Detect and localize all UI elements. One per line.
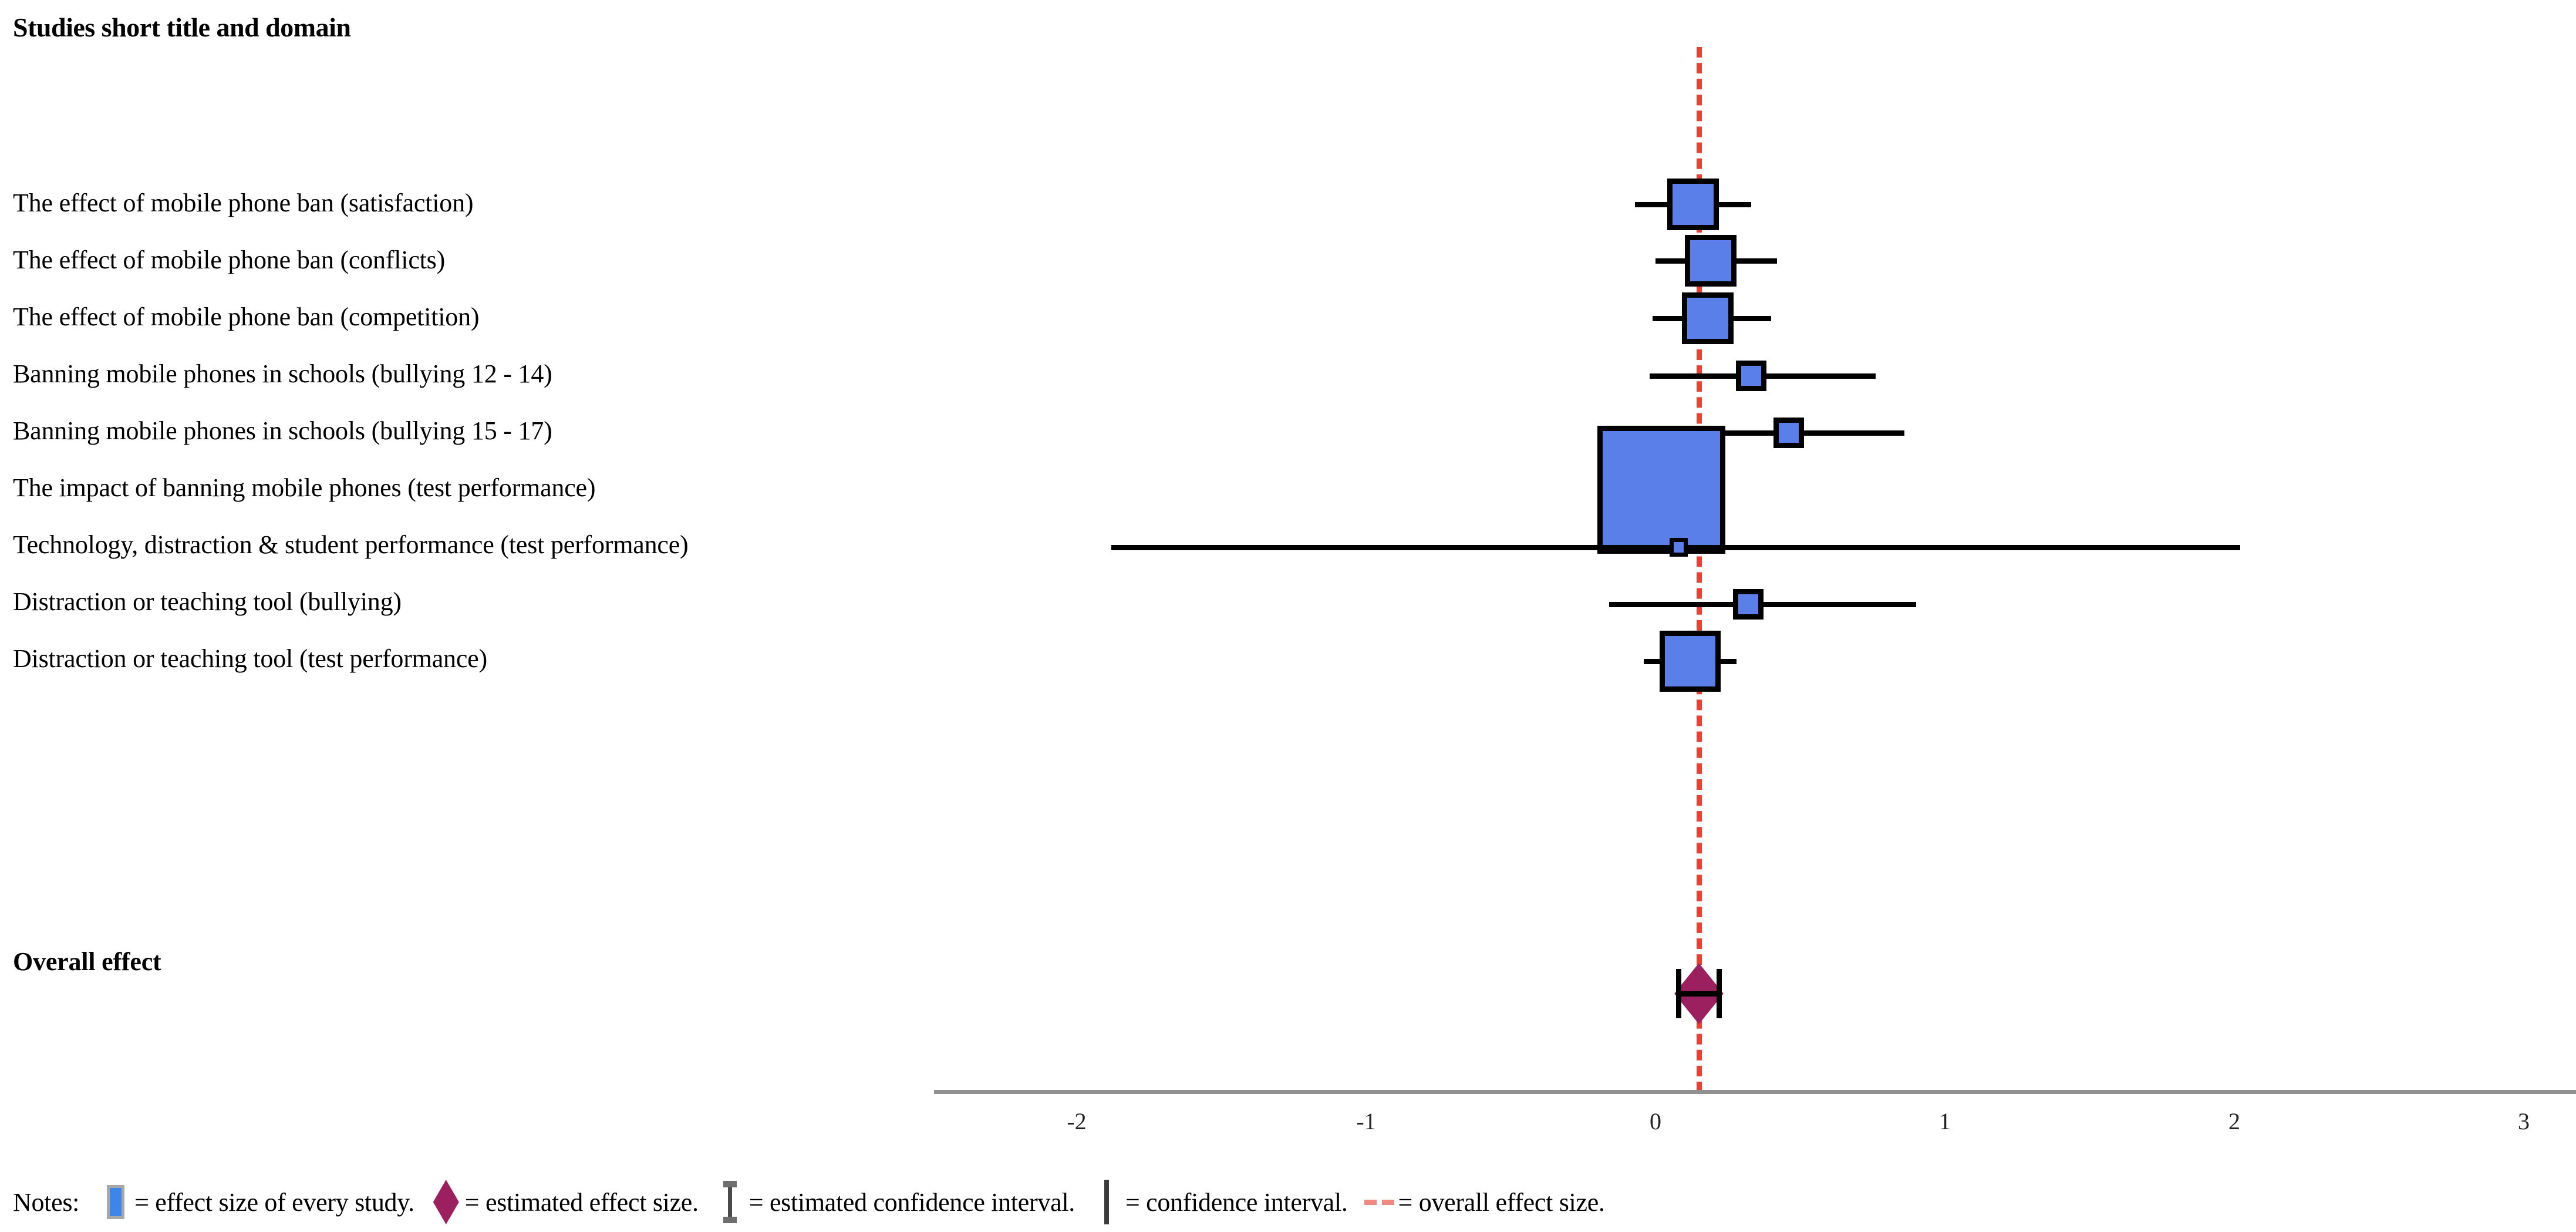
x-tick-label: 1 [1939, 1108, 1951, 1135]
study-label: Technology, distraction & student perfor… [13, 530, 689, 559]
legend-item-overall-effect-size-label: = overall effect size. [1398, 1187, 1605, 1217]
study-label: Distraction or teaching tool (test perfo… [13, 644, 487, 673]
legend-item-estimated-effect-size-label: = estimated effect size. [464, 1187, 699, 1217]
x-tick-label: -1 [1356, 1108, 1376, 1135]
red-dashed-line-icon [1363, 1199, 1396, 1205]
study-row: The impact of banning mobile phones (tes… [0, 453, 2576, 523]
study-label: The effect of mobile phone ban (satisfac… [13, 188, 474, 217]
x-tick-label: 2 [2228, 1108, 2240, 1135]
study-label: The effect of mobile phone ban (conflict… [13, 245, 446, 274]
study-label: Banning mobile phones in schools (bullyi… [13, 416, 552, 445]
study-row: Banning mobile phones in schools (bullyi… [0, 396, 2576, 466]
x-axis-line [933, 1090, 2576, 1094]
i-bar-icon [714, 1181, 747, 1223]
overall-effect-row: Overall effect [0, 927, 2576, 997]
study-label: Distraction or teaching tool (bullying) [13, 587, 402, 616]
page-title: Studies short title and domain [13, 12, 351, 42]
notes-label: Notes: [13, 1187, 80, 1217]
study-row: The effect of mobile phone ban (conflict… [0, 225, 2576, 295]
legend-item-effect-size: = effect size of every study. [99, 1185, 414, 1219]
legend-item-confidence-interval-label: = confidence interval. [1125, 1187, 1348, 1217]
x-tick-label: 3 [2518, 1108, 2530, 1135]
legend-item-estimated-confidence-interval: = estimated confidence interval. [714, 1181, 1075, 1223]
legend-item-estimated-confidence-interval-label: = estimated confidence interval. [748, 1187, 1075, 1217]
study-label: The effect of mobile phone ban (competit… [13, 302, 480, 331]
study-row: Distraction or teaching tool (bullying) [0, 567, 2576, 637]
study-label: The impact of banning mobile phones (tes… [13, 473, 596, 502]
blue-square-icon [99, 1185, 132, 1219]
study-row: Distraction or teaching tool (test perfo… [0, 624, 2576, 694]
purple-diamond-icon [430, 1180, 463, 1224]
overall-effect-label: Overall effect [13, 947, 161, 976]
legend-item-effect-size-label: = effect size of every study. [134, 1187, 414, 1217]
notes-legend: Notes: = effect size of every study. = e… [13, 1180, 1620, 1224]
legend-item-estimated-effect-size: = estimated effect size. [430, 1180, 699, 1224]
study-row: Technology, distraction & student perfor… [0, 510, 2576, 580]
x-tick-label: -2 [1067, 1108, 1087, 1135]
legend-item-confidence-interval: = confidence interval. [1090, 1180, 1348, 1224]
legend-item-overall-effect-size: = overall effect size. [1363, 1187, 1605, 1217]
study-row: Banning mobile phones in schools (bullyi… [0, 339, 2576, 409]
study-label: Banning mobile phones in schools (bullyi… [13, 359, 552, 388]
study-row: The effect of mobile phone ban (satisfac… [0, 168, 2576, 238]
study-row: The effect of mobile phone ban (competit… [0, 282, 2576, 352]
x-tick-label: 0 [1650, 1108, 1661, 1135]
vertical-bar-icon [1090, 1180, 1123, 1224]
